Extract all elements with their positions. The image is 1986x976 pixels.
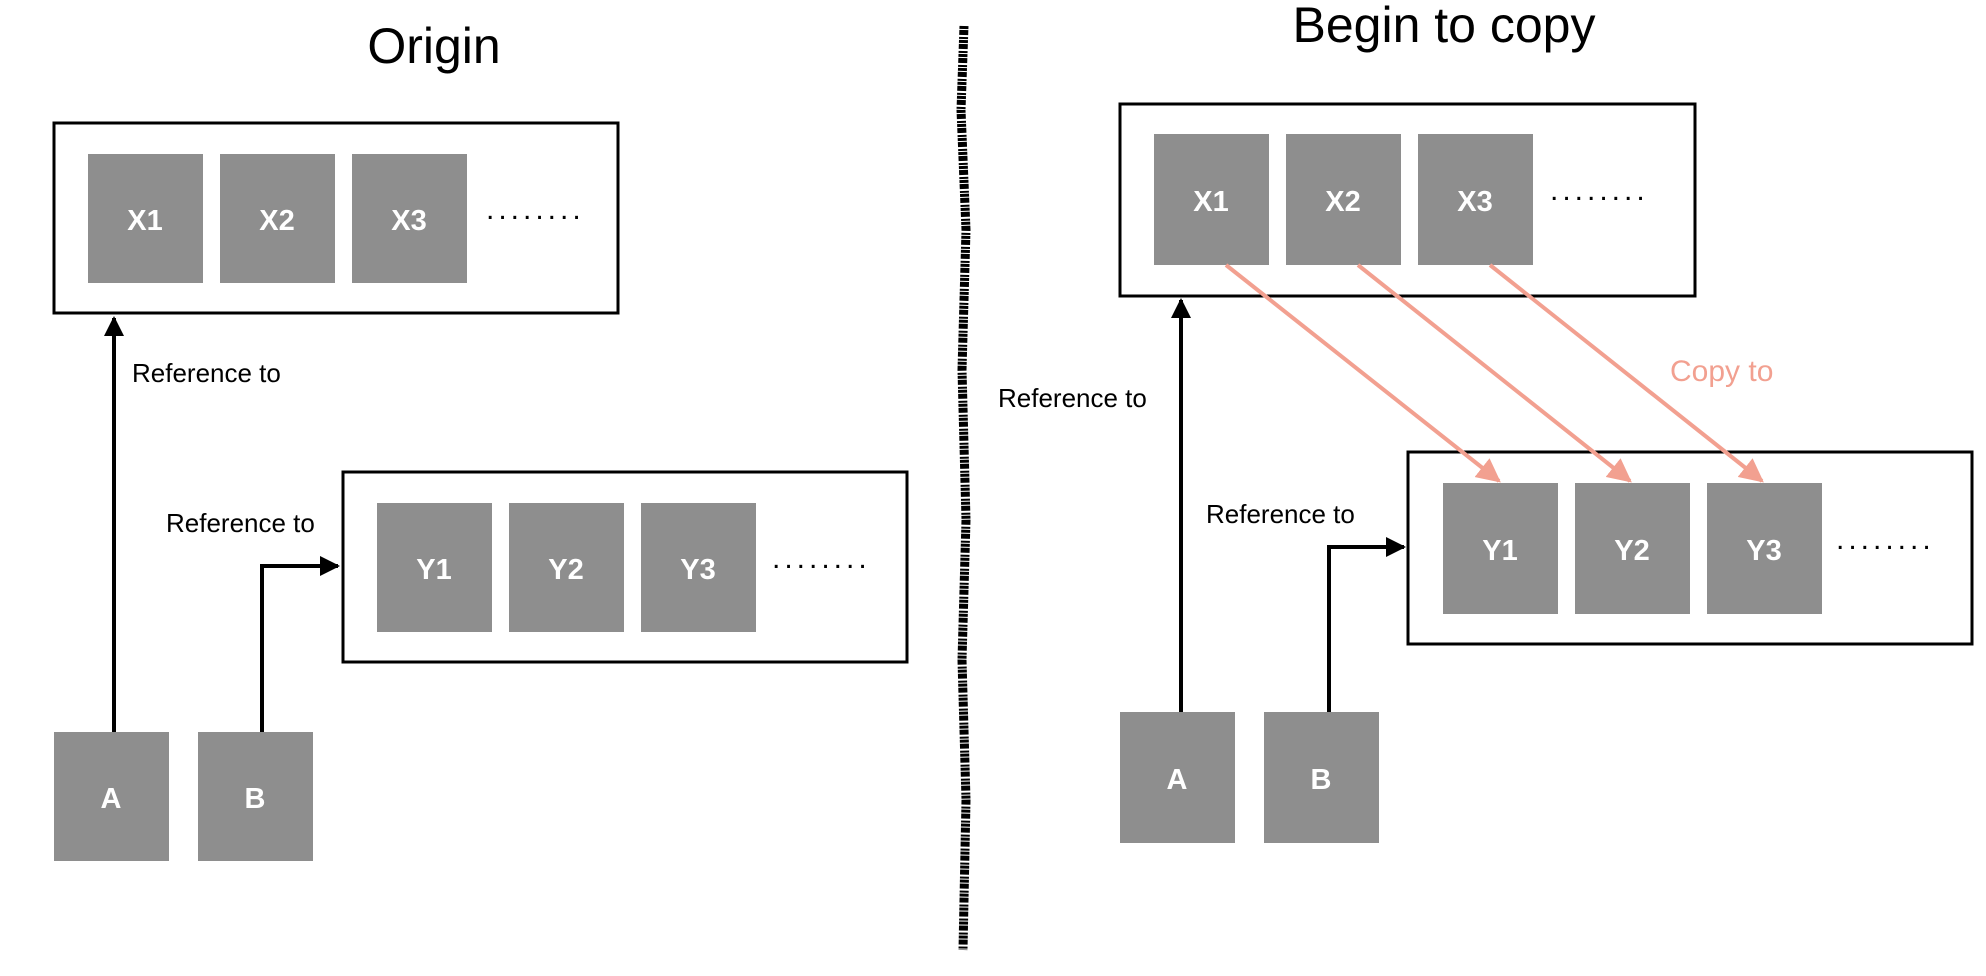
origin-panel: Origin X1 X2 X3 ........ Y1 Y2 Y3: [52, 18, 909, 861]
origin-array-x-cell-3-label: X3: [391, 205, 426, 237]
origin-array-y-cell-3: Y3: [641, 503, 756, 632]
origin-array-x-cell-1-label: X1: [127, 205, 162, 237]
copy-array-x-cell-3: X3: [1418, 134, 1533, 265]
origin-var-b: B: [198, 732, 313, 861]
copy-array-y-cell-2-label: Y2: [1614, 535, 1649, 567]
origin-title: Origin: [367, 18, 500, 74]
copy-arrow-2: [1356, 263, 1632, 483]
origin-var-a: A: [54, 732, 169, 861]
copy-array-x-cell-3-label: X3: [1457, 186, 1492, 218]
copy-array-x-container: [1118, 102, 1697, 298]
copy-ref-a-label: Reference to: [998, 383, 1147, 413]
copy-array-y-container: [1406, 450, 1974, 646]
copy-var-a: A: [1120, 712, 1235, 843]
origin-array-y-cell-1-label: Y1: [416, 554, 451, 586]
copy-var-a-label: A: [1167, 764, 1188, 796]
copy-arrow-3: [1488, 263, 1764, 483]
copy-array-y-cell-3: Y3: [1707, 483, 1822, 614]
origin-ref-a-label: Reference to: [132, 358, 281, 388]
copy-panel: Begin to copy X1 X2 X3 ........ Y1 Y2 Y3: [998, 0, 1974, 843]
origin-array-x-cell-2: X2: [220, 154, 335, 283]
copy-array-x-cell-1: X1: [1154, 134, 1269, 265]
copy-title: Begin to copy: [1293, 0, 1596, 53]
copy-ref-b-arrow: [1327, 537, 1406, 712]
origin-array-y-cell-3-label: Y3: [680, 554, 715, 586]
copy-array-x-ellipsis: ........: [1550, 174, 1649, 207]
copy-array-x-cell-2-label: X2: [1325, 186, 1360, 218]
copy-array-y-cell-3-label: Y3: [1746, 535, 1781, 567]
origin-var-b-label: B: [245, 783, 266, 815]
origin-array-y-container: [341, 470, 909, 664]
origin-array-x-ellipsis: ........: [486, 193, 585, 226]
panel-divider: [956, 25, 971, 951]
origin-var-a-label: A: [101, 783, 122, 815]
origin-array-x-cell-1: X1: [88, 154, 203, 283]
copy-array-y-cell-1: Y1: [1443, 483, 1558, 614]
origin-array-x-cell-2-label: X2: [259, 205, 294, 237]
copy-to-label: Copy to: [1670, 355, 1773, 388]
origin-array-x-container: [52, 121, 620, 315]
origin-array-y-ellipsis: ........: [772, 542, 871, 575]
copy-array-x-cell-1-label: X1: [1193, 186, 1228, 218]
copy-array-y-ellipsis: ........: [1836, 523, 1935, 556]
origin-array-y-cell-2: Y2: [509, 503, 624, 632]
origin-ref-b-label: Reference to: [166, 508, 315, 538]
copy-array-y-cell-2: Y2: [1575, 483, 1690, 614]
copy-ref-b-label: Reference to: [1206, 499, 1355, 529]
copy-array-x-cell-2: X2: [1286, 134, 1401, 265]
origin-array-y-cell-1: Y1: [377, 503, 492, 632]
copy-var-b-label: B: [1311, 764, 1332, 796]
origin-array-x-cell-3: X3: [352, 154, 467, 283]
copy-array-y-cell-1-label: Y1: [1482, 535, 1517, 567]
origin-ref-b-arrow: [260, 556, 340, 732]
copy-var-b: B: [1264, 712, 1379, 843]
origin-array-y-cell-2-label: Y2: [548, 554, 583, 586]
copy-arrow-1: [1224, 263, 1501, 483]
